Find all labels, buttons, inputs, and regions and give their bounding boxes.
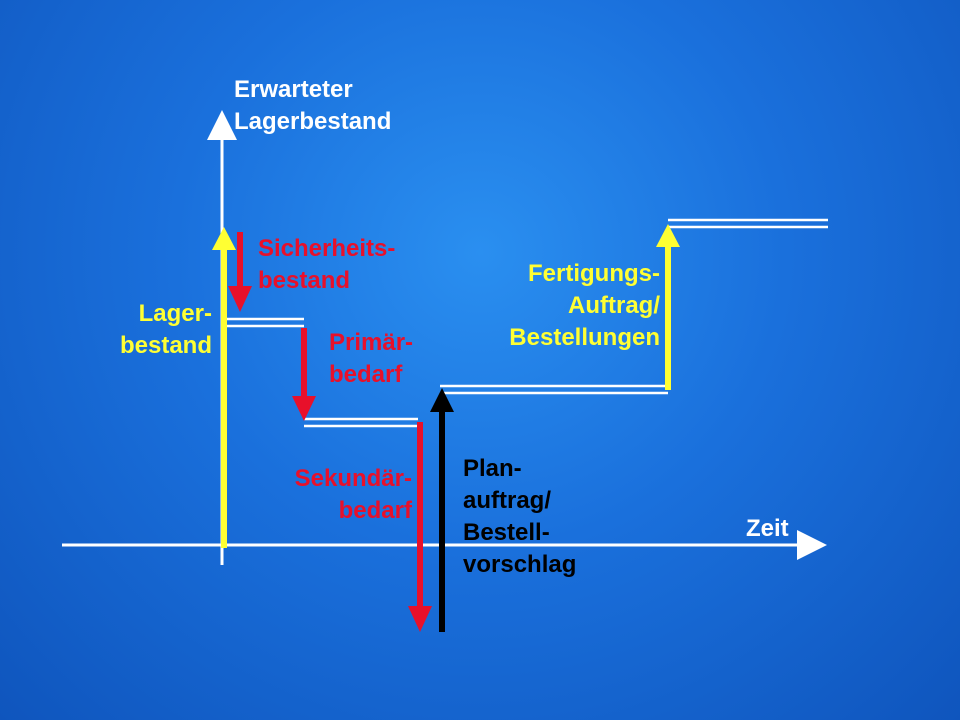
sicherheitsbestand-arrow (228, 232, 252, 312)
fertigungsauftrag-arrow (656, 224, 680, 390)
lagerbestand-arrow (212, 227, 236, 548)
sekundaerbedarf-arrow (408, 422, 432, 632)
planauftrag-label: Plan- auftrag/ Bestell- vorschlag (463, 455, 577, 578)
primaerbedarf-arrow (292, 328, 316, 421)
planauftrag-arrow (430, 388, 454, 632)
x-axis-title: Zeit (746, 515, 789, 542)
sicherheitsbestand-label: Sicherheits- bestand (258, 235, 396, 294)
fertigungsauftrag-label: Fertigungs- Auftrag/ Bestellungen (509, 260, 660, 351)
lagerbestand-label: Lager- bestand (119, 300, 212, 359)
sekundaerbedarf-label: Sekundär- bedarf (294, 465, 412, 524)
y-axis-title: Erwarteter Lagerbestand (234, 76, 392, 135)
primaerbedarf-label: Primär- bedarf (329, 329, 414, 388)
inventory-staircase (226, 218, 828, 428)
